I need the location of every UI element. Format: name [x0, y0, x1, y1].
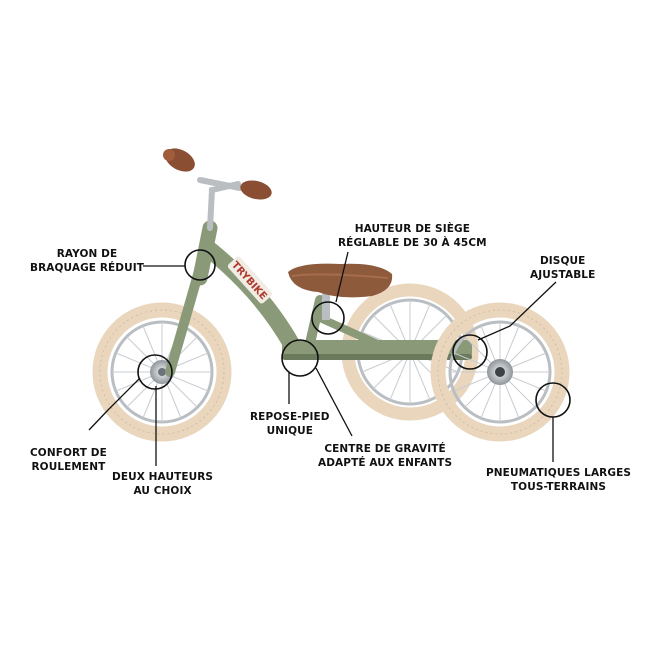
callout-pneus-line2: TOUS-TERRAINS [510, 481, 607, 493]
callout-centre-line1: CENTRE DE GRAVITÉ [324, 443, 446, 455]
callout-lines [88, 251, 557, 466]
callout-disque-line2: AJUSTABLE [530, 269, 596, 281]
callout-pneus: PNEUMATIQUES LARGES TOUS-TERRAINS [486, 466, 631, 494]
handlebar [163, 148, 272, 231]
callout-rayon-line1: RAYON DE [56, 248, 118, 260]
callout-pneus-line1: PNEUMATIQUES LARGES [486, 467, 632, 479]
callout-disque-line1: DISQUE [539, 255, 586, 267]
callout-repose-line2: UNIQUE [266, 425, 314, 437]
marker-hauteur [311, 301, 345, 335]
callout-disque: DISQUE AJUSTABLE [530, 254, 595, 282]
callout-rayon-line2: BRAQUAGE RÉDUIT [30, 262, 144, 274]
callout-deux: DEUX HAUTEURS AU CHOIX [112, 470, 213, 498]
callout-confort: CONFORT DE ROULEMENT [30, 446, 107, 474]
callout-confort-line2: ROULEMENT [31, 461, 106, 473]
callout-repose-line1: REPOSE-PIED [250, 411, 330, 423]
callout-centre-line2: ADAPTÉ AUX ENFANTS [318, 457, 453, 469]
marker-rayon [184, 249, 216, 281]
callout-rayon: RAYON DE BRAQUAGE RÉDUIT [30, 247, 144, 275]
rear-wheel-front [430, 302, 570, 442]
front-wheel [92, 302, 232, 442]
callout-hauteur-line1: HAUTEUR DE SIÈGE [354, 223, 470, 235]
callout-deux-line2: AU CHOIX [133, 485, 192, 497]
callout-hauteur: HAUTEUR DE SIÈGE RÉGLABLE DE 30 À 45CM [338, 222, 487, 250]
callout-hauteur-line2: RÉGLABLE DE 30 À 45CM [338, 237, 487, 249]
callout-confort-line1: CONFORT DE [30, 447, 107, 459]
marker-confort [137, 354, 173, 390]
saddle [288, 263, 393, 320]
callout-deux-line1: DEUX HAUTEURS [112, 471, 214, 483]
callout-centre: CENTRE DE GRAVITÉ ADAPTÉ AUX ENFANTS [318, 442, 452, 470]
marker-repose [281, 339, 319, 377]
callout-repose: REPOSE-PIED UNIQUE [250, 410, 330, 438]
marker-disque [452, 334, 488, 370]
